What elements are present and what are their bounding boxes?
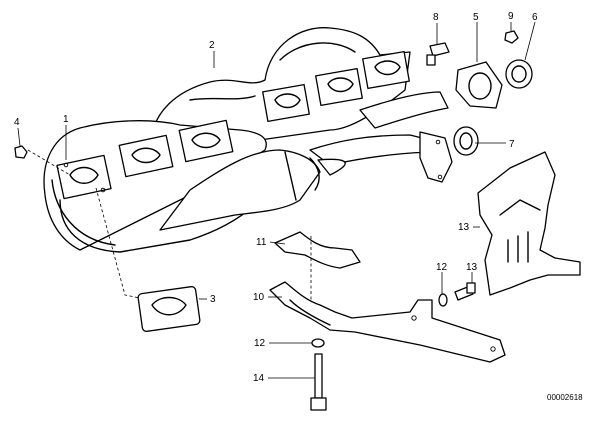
callout-12-right: 12 <box>436 262 448 273</box>
rear-flange-3 <box>362 50 410 90</box>
seal-ring-part-6 <box>505 59 533 89</box>
clamp-upper <box>274 231 361 300</box>
support-bracket <box>269 281 506 363</box>
rear-flange-1 <box>262 83 310 123</box>
callout-1: 1 <box>63 114 69 125</box>
callout-labels: 1 2 3 4 5 6 7 8 9 10 11 12 12 13 13 14 <box>14 11 538 384</box>
gasket-part-3 <box>137 286 201 332</box>
bolt-part-14 <box>310 353 327 411</box>
callout-7: 7 <box>509 139 515 150</box>
callout-3: 3 <box>210 294 216 305</box>
heat-shield <box>477 151 581 296</box>
exhaust-manifold-rear <box>149 27 411 151</box>
callout-9: 9 <box>508 11 514 22</box>
washer-part-12-right <box>438 293 448 307</box>
downpipe-rear <box>309 91 453 183</box>
washer-part-12-bottom <box>311 338 325 348</box>
callout-11: 11 <box>256 237 267 248</box>
leader-lines <box>17 21 536 379</box>
front-flange-3 <box>178 119 234 163</box>
flange-gasket-part-5 <box>455 61 503 109</box>
front-flange-1 <box>56 154 112 200</box>
callout-13: 13 <box>466 262 478 273</box>
exhaust-manifold-front <box>43 119 267 253</box>
callout-2: 2 <box>209 40 215 51</box>
front-flange-2 <box>118 134 174 178</box>
callout-12-bottom: 12 <box>254 338 266 349</box>
seal-ring-part-7 <box>453 126 479 156</box>
callout-6: 6 <box>532 12 538 23</box>
callout-8: 8 <box>433 12 439 23</box>
bolt-part-13 <box>454 282 476 301</box>
nut-part-4 <box>14 145 28 159</box>
nut-part-9 <box>504 30 519 44</box>
callout-4: 4 <box>14 117 20 128</box>
callout-15: 13 <box>458 222 470 233</box>
bolt-part-8 <box>426 42 450 66</box>
callout-5: 5 <box>473 12 479 23</box>
document-id: 00002618 <box>547 393 583 402</box>
rear-flange-2 <box>315 67 363 107</box>
callout-10: 10 <box>253 292 265 303</box>
downpipe-front <box>159 149 346 231</box>
callout-14: 14 <box>253 373 265 384</box>
